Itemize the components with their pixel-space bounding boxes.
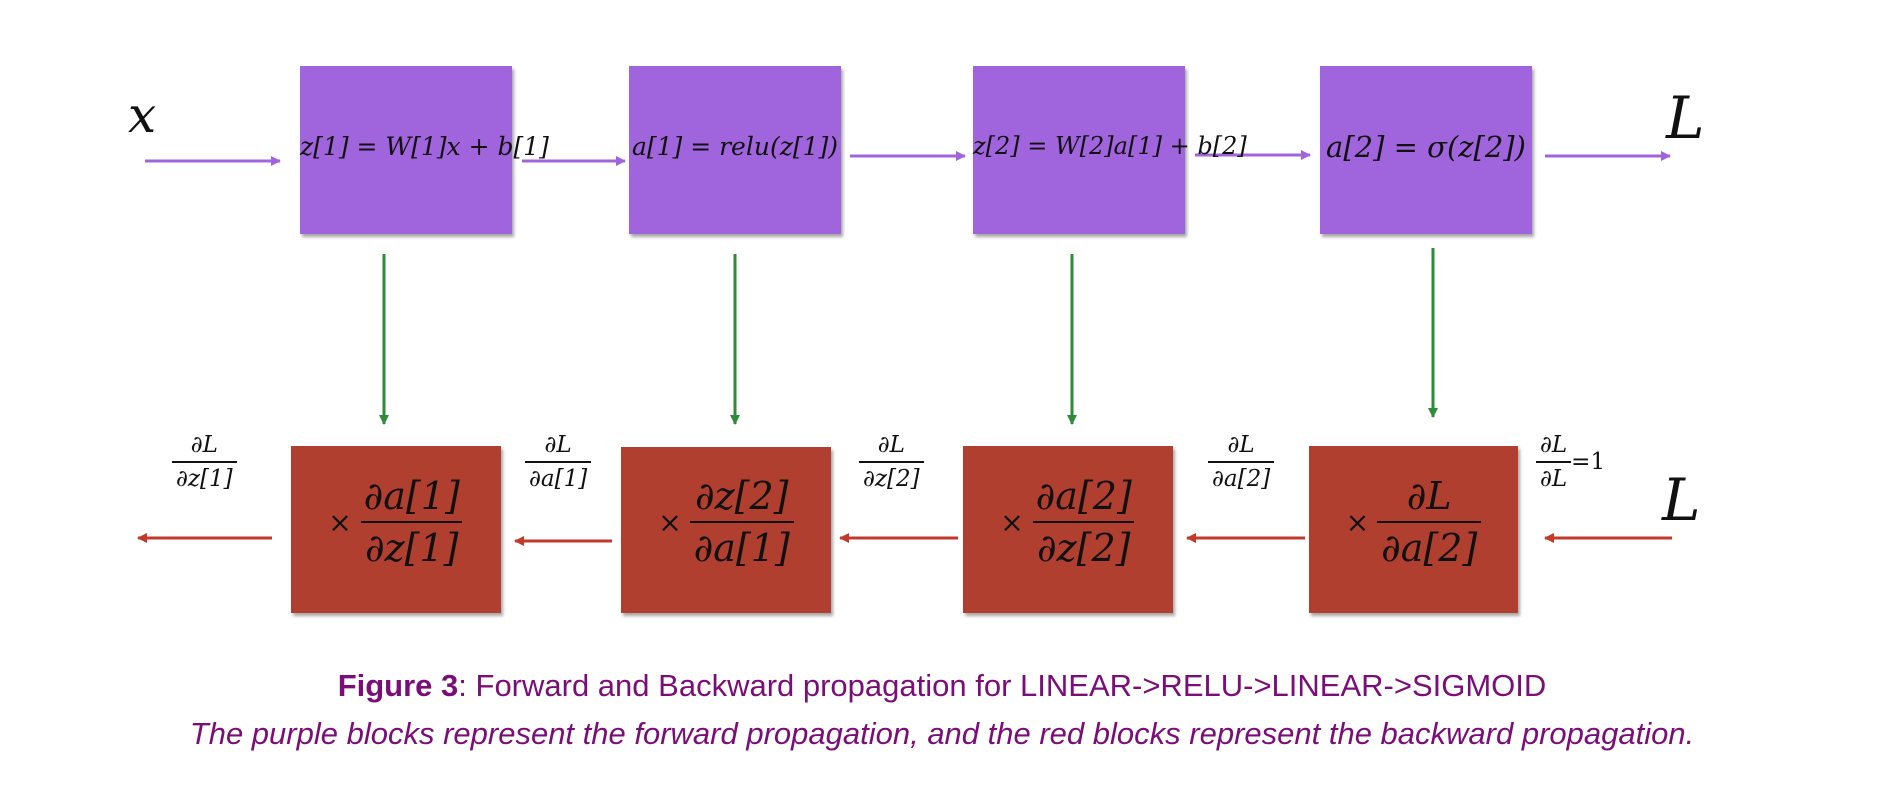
- figure-subtitle: The purple blocks represent the forward …: [189, 716, 1695, 751]
- gradient-label-dz1: ∂L∂z[1]: [172, 432, 237, 492]
- forward-block-equation: z[1] = W[1]x + b[1]: [300, 132, 549, 161]
- input-label-x: x: [128, 86, 157, 144]
- figure-label: Figure 3: [337, 668, 459, 703]
- fraction-numerator: ∂L: [1406, 474, 1452, 518]
- gradient-label-da1: ∂L∂a[1]: [525, 432, 592, 492]
- fraction-denominator: ∂z[1]: [360, 521, 463, 570]
- backward-block-1: × ∂a[1]∂z[1]: [291, 446, 501, 613]
- propagation-diagram: [137, 150, 1672, 546]
- gradient-label-dl-init: ∂L∂L=1: [1536, 432, 1605, 492]
- backward-block-expression: × ∂a[1]∂z[1]: [291, 474, 501, 570]
- loss-label-backward: L: [1662, 466, 1701, 534]
- figure-caption: Figure 3: Forward and Backward propagati…: [0, 668, 1884, 704]
- forward-block-equation: z[2] = W[2]a[1] + b[2]: [973, 132, 1247, 160]
- fraction-numerator: ∂a[1]: [363, 474, 460, 518]
- gradient-label-dz2: ∂L∂z[2]: [859, 432, 924, 492]
- forward-block-relu: a[1] = relu(z[1]): [629, 66, 841, 234]
- forward-block-equation: a[1] = relu(z[1]): [631, 132, 839, 161]
- multiply-sign: ×: [658, 505, 682, 539]
- backward-block-4: × ∂L∂a[2]: [1309, 446, 1518, 613]
- multiply-sign: ×: [1000, 505, 1024, 539]
- multiply-sign: ×: [1345, 505, 1370, 539]
- loss-label-forward: L: [1666, 84, 1705, 152]
- backward-block-2: × ∂z[2]∂a[1]: [621, 447, 831, 613]
- forward-block-sigmoid: a[2] = σ(z[2]): [1320, 66, 1532, 234]
- forward-block-linear-1: z[1] = W[1]x + b[1]: [300, 66, 549, 234]
- gradient-label-da2: ∂L∂a[2]: [1208, 432, 1275, 492]
- forward-block-equation: a[2] = σ(z[2]): [1326, 130, 1526, 164]
- backward-block-expression: × ∂a[2]∂z[2]: [963, 474, 1173, 570]
- backward-block-expression: × ∂L∂a[2]: [1309, 474, 1518, 570]
- fraction-numerator: ∂z[2]: [694, 474, 789, 518]
- fraction-numerator: ∂a[2]: [1035, 474, 1132, 518]
- fraction-denominator: ∂z[2]: [1032, 521, 1135, 570]
- fraction-denominator: ∂a[1]: [689, 521, 794, 570]
- multiply-sign: ×: [328, 505, 352, 539]
- backward-block-expression: × ∂z[2]∂a[1]: [621, 474, 831, 570]
- forward-block-linear-2: z[2] = W[2]a[1] + b[2]: [973, 66, 1247, 234]
- backward-block-3: × ∂a[2]∂z[2]: [963, 446, 1173, 613]
- figure-caption-text: : Forward and Backward propagation for L…: [458, 668, 1547, 703]
- fraction-denominator: ∂a[2]: [1377, 521, 1482, 570]
